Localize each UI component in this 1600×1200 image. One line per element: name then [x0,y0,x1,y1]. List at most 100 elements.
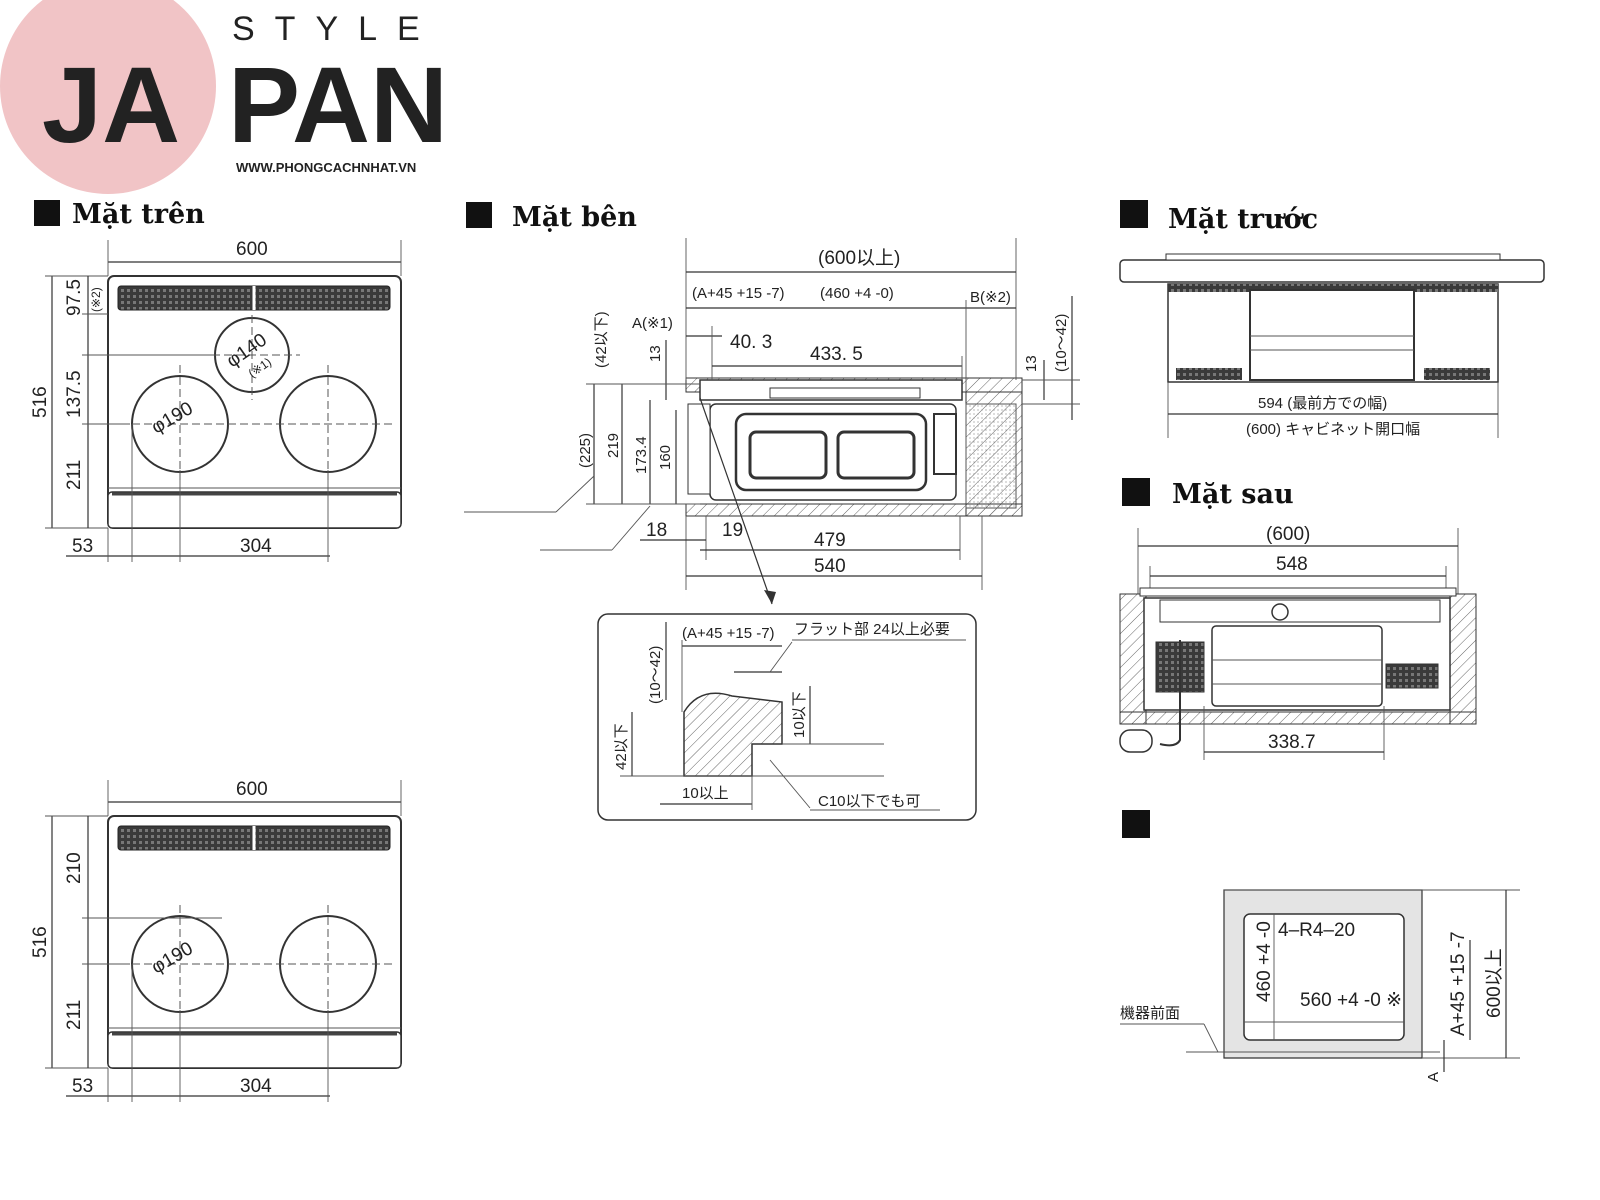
dim-front-offset: 211 [64,460,85,490]
detail-10-min: 10以上 [682,785,729,802]
logo-word-ja: JA [42,44,180,165]
detail-10-max: 10以下 [791,691,808,738]
detail-a-plus: (A+45 +15 -7) [682,625,775,642]
section-title-rear-view: Mặt sau [1172,479,1294,510]
unit-duct [769,387,921,399]
dim-rear-offset: 97.5 [64,279,85,316]
section-marker [466,202,492,228]
section-marker [1122,810,1150,838]
front-vent-top [1168,284,1498,292]
detail-42: 42以下 [613,723,630,770]
cutout-min600: 600以上 [1483,948,1505,1018]
dim-width-2: 600 [236,779,268,800]
cabinet-floor [685,503,1023,517]
cutout-a: A [1425,1072,1442,1082]
dim-219: 219 [605,433,622,458]
cutout-a-plus: A+45 +15 -7 [1448,931,1469,1036]
rear-center-panel [1211,625,1383,707]
section-title-top-view: Mặt trên [72,199,205,230]
unit-window-right [836,430,916,480]
top-view: Mặt trên 600 516 97.5 (※2) 137.5 211 [30,199,402,562]
dim-rear-note: (※2) [89,287,103,312]
front-view: Mặt trước 594 (最前方での幅) (600) キャビネット開口幅 [1119,200,1545,438]
logo-word-style: STYLE [232,10,440,48]
edge-detail: (A+45 +15 -7) フラット部 24以上必要 (10～42) 42以下 … [597,613,977,821]
dim-small-offset: 137.5 [64,370,85,418]
rear-connector [1271,603,1289,621]
logo-red-circle [0,0,216,194]
dim-600-cabinet: (600) キャビネット開口幅 [1246,421,1420,438]
cutout-width: 560 +4 -0 ※ [1300,990,1402,1011]
cutout-corner-radius: 4–R4–20 [1278,920,1355,941]
dim-width: 600 [236,239,268,260]
unit-rear-block [933,413,957,475]
dim-540: 540 [814,556,846,577]
dim-548: 548 [1276,554,1308,575]
dim-13-right: 13 [1023,355,1040,372]
dim-225: (225) [577,433,594,468]
logo-url: WWW.PHONGCACHNHAT.VN [236,160,416,175]
dim-rear-offset-2: 210 [64,852,85,884]
cutout-front-label: 機器前面 [1120,1005,1180,1022]
dim-a-plus: (A+45 +15 -7) [692,285,785,302]
dim-13-left: 13 [647,345,664,362]
dim-160: 160 [657,445,674,470]
dim-burner-spacing: 304 [240,536,272,557]
brand-logo: JA STYLE PAN WWW.PHONGCACHNHAT.VN [0,0,448,194]
detail-frame [597,613,977,821]
leader-arrow [764,590,776,604]
dim-338: 338.7 [1268,732,1316,753]
dim-594: 594 (最前方での幅) [1258,395,1387,412]
dim-total: (600以上) [818,247,900,269]
front-vent-right [1424,368,1490,380]
dim-433: 433. 5 [810,344,863,365]
power-cord [1159,640,1181,747]
rear-wall-left [1119,593,1147,725]
counter-edge-section [683,692,783,777]
dim-a-note: A(※1) [632,315,673,332]
unit-front-panel [687,403,711,495]
power-plug [1119,729,1153,753]
unit-window-left [748,430,828,480]
dim-479: 479 [814,530,846,551]
dim-18: 18 [646,520,667,541]
dim-40: 40. 3 [730,332,772,353]
dim-b-note: B(※2) [970,289,1011,306]
rear-panel-top [1159,599,1441,623]
detail-flat-note: フラット部 24以上必要 [794,621,950,638]
rear-wall-right [1449,593,1477,725]
detail-10-42: (10～42) [647,646,664,704]
rear-floor [1119,711,1477,725]
dim-max42: (42以下) [593,311,610,368]
dim-10-42: (10～42) [1053,314,1070,372]
dim-left-offset-2: 53 [72,1076,93,1097]
front-vent-left [1176,368,1242,380]
detail-c10: C10以下でも可 [818,793,921,810]
logo-word-pan: PAN [228,44,448,165]
section-marker [1120,200,1148,228]
dim-depth-2: 516 [30,926,51,958]
section-title-side-view: Mặt bên [512,202,637,233]
dim-burner-spacing-2: 304 [240,1076,272,1097]
section-marker [34,200,60,226]
side-view: Mặt bên (600以上) (A+45 +15 -7) (460 +4 -0… [464,202,1080,605]
dim-front-offset-2: 211 [64,1000,85,1030]
rear-view: Mặt sau (600) 548 338.7 [1119,478,1477,760]
dim-19: 19 [722,520,743,541]
dim-rear-600: (600) [1266,524,1310,545]
rear-fan-right [1385,663,1439,689]
section-title-front-view: Mặt trước [1168,204,1318,235]
front-panel [107,491,402,529]
front-oven-door [1249,289,1415,381]
dim-cutout: (460 +4 -0) [820,285,894,302]
cutout-opening [1243,913,1405,1041]
top-view-two-burner: 600 516 210 211 53 304 φ190 [30,779,402,1102]
cutout-view: 4–R4–20 460 +4 -0 560 +4 -0 ※ 機器前面 600以上… [1120,810,1520,1082]
dim-173: 173.4 [633,436,650,474]
front-glass-top [1165,253,1501,261]
section-marker [1122,478,1150,506]
dim-left-offset: 53 [72,536,93,557]
front-countertop [1119,259,1545,283]
front-panel-2 [107,1031,402,1069]
